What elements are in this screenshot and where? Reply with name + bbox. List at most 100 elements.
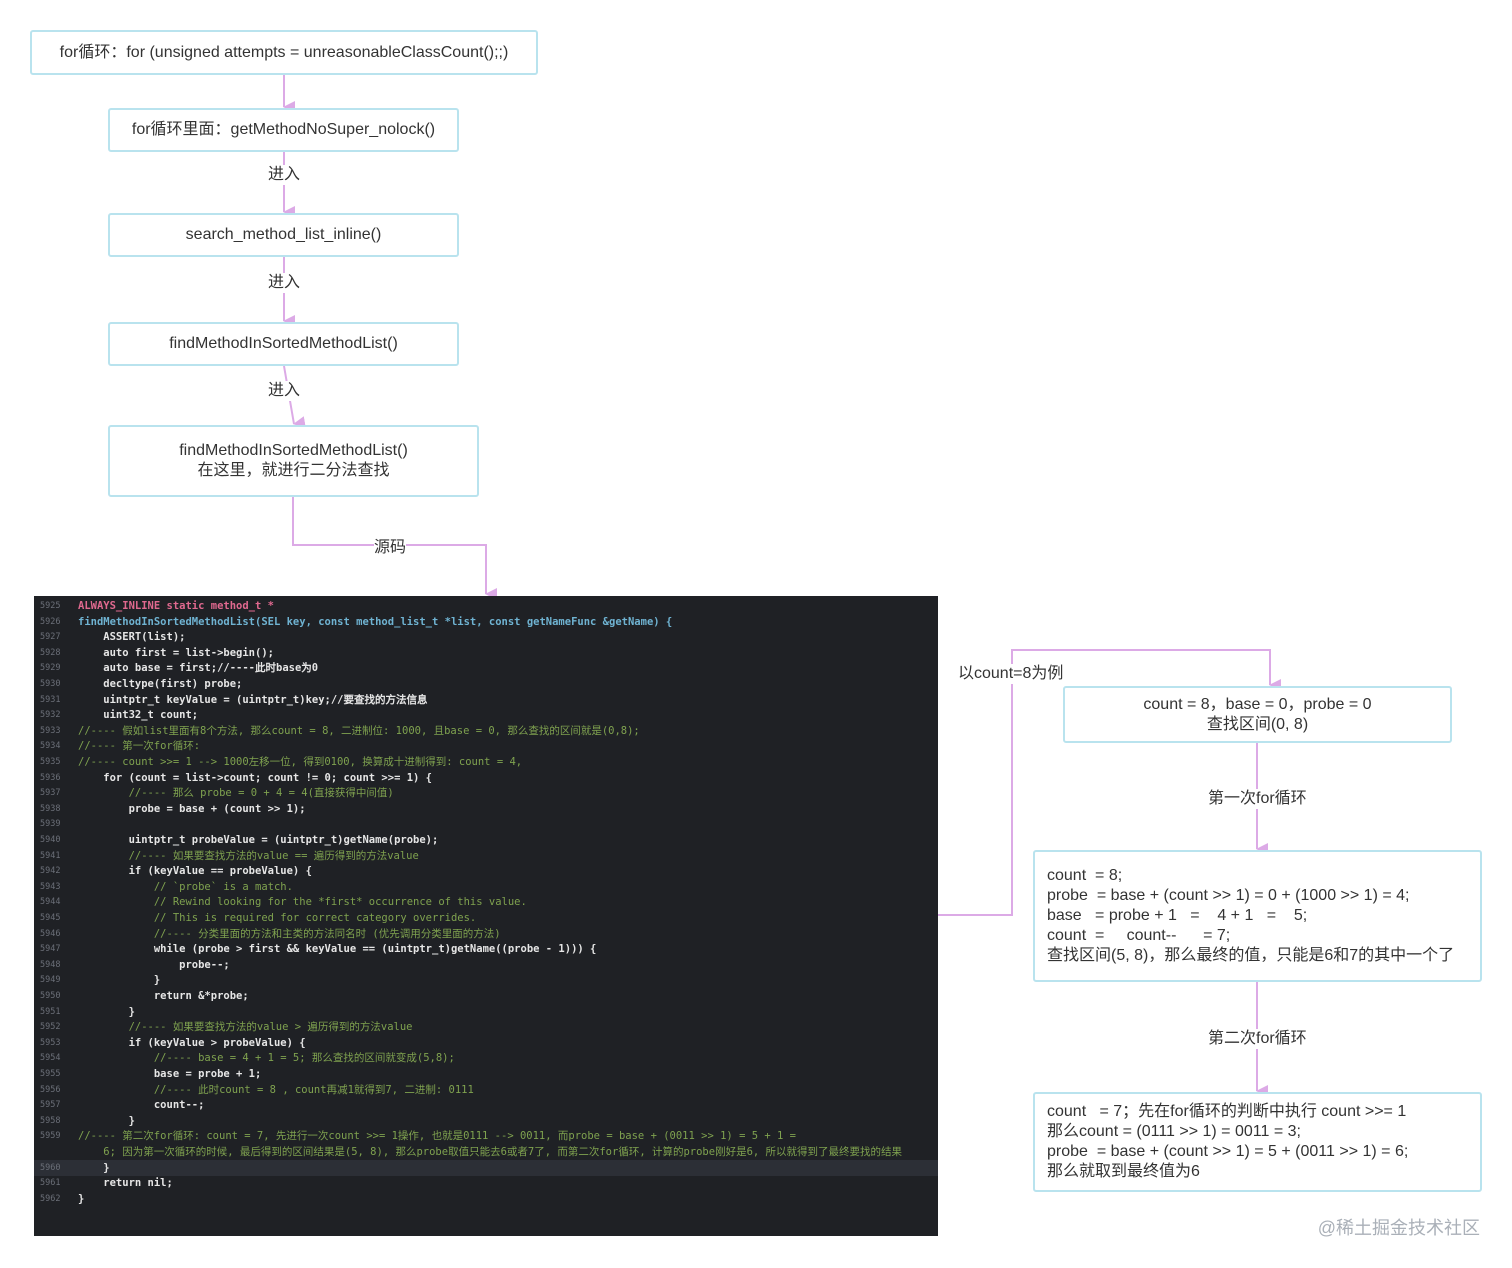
code-line-text: uint32_t count;	[78, 709, 199, 722]
code-line-number: 5939	[40, 819, 61, 830]
code-line-number: 5940	[40, 835, 61, 845]
code-line-number: 5958	[40, 1115, 61, 1126]
code-line-number: 5937	[40, 788, 61, 799]
code-line: 5936 for (count = list->count; count != …	[34, 770, 938, 786]
code-line-text: //---- 如果要查找方法的value == 遍历得到的方法value	[78, 849, 419, 862]
code-line-number: 5926	[40, 616, 61, 627]
flow-step-find-method-text: findMethodInSortedMethodList()	[169, 335, 398, 352]
code-line: 5942 if (keyValue == probeValue) {	[34, 863, 938, 879]
code-line-text: auto base = first;//----此时base为0	[78, 662, 319, 675]
flow-step-binary-search: findMethodInSortedMethodList() 在这里，就进行二分…	[108, 425, 479, 497]
loop1-label: 第一次for循环	[1208, 789, 1307, 809]
code-line-text: auto first = list->begin();	[78, 646, 274, 659]
code-line-number: 5945	[40, 913, 61, 923]
loop2-label: 第二次for循环	[1208, 1029, 1307, 1049]
code-line: 5950 return &*probe;	[34, 988, 938, 1004]
code-line-number: 5956	[40, 1084, 61, 1095]
code-line-text: //---- 第一次for循环:	[78, 740, 201, 753]
code-line-number: 5931	[40, 694, 61, 705]
example-state-loop1: count = 8; probe = base + (count >> 1) =…	[1033, 850, 1482, 982]
code-line-text: ASSERT(list);	[78, 631, 186, 644]
code-line: 5939	[34, 816, 938, 832]
code-line: 5956 //---- 此时count = 8 , count再减1就得到7, …	[34, 1082, 938, 1098]
code-line: 6; 因为第一次循环的时候, 最后得到的区间结果是(5, 8), 那么probe…	[34, 1144, 938, 1160]
example-state-initial-text: count = 8，base = 0，probe = 0 查找区间(0, 8)	[1143, 695, 1372, 733]
code-line-number: 5959	[40, 1131, 61, 1142]
code-line: 5932 uint32_t count;	[34, 707, 938, 723]
code-line-text: base = probe + 1;	[78, 1068, 262, 1080]
edge-label-source: 源码	[374, 538, 407, 558]
code-line-text: //---- 此时count = 8 , count再减1就得到7, 二进制: …	[78, 1083, 474, 1096]
code-line-number: 5942	[40, 866, 61, 877]
code-line-number: 5948	[40, 959, 61, 970]
code-line-number: 5950	[40, 991, 61, 1001]
code-line-text: findMethodInSortedMethodList(SEL key, co…	[78, 615, 673, 628]
code-line-text: ALWAYS_INLINE static method_t *	[78, 600, 274, 612]
code-line-number: 5933	[40, 725, 61, 736]
code-line: 5961 return nil;	[34, 1175, 938, 1191]
code-line-number: 5953	[40, 1037, 61, 1048]
code-line: 5934//---- 第一次for循环:	[34, 738, 938, 754]
code-line-text: while (probe > first && keyValue == (uin…	[78, 943, 597, 956]
flow-step-search-method-list: search_method_list_inline()	[108, 213, 459, 257]
flow-step-get-method-text: for循环里面：getMethodNoSuper_nolock()	[131, 121, 436, 138]
example-state-initial: count = 8，base = 0，probe = 0 查找区间(0, 8)	[1063, 686, 1452, 743]
code-line-number: 5962	[40, 1193, 61, 1204]
code-line-text: for (count = list->count; count != 0; co…	[78, 771, 433, 784]
code-line: 5959 //---- 第二次for循环: count = 7, 先进行一次cou…	[34, 1128, 938, 1144]
code-line-text: //---- 假如list里面有8个方法, 那么count = 8, 二进制位:…	[78, 724, 640, 737]
code-line: 5949 }	[34, 972, 938, 988]
code-line-number: 5947	[40, 944, 61, 955]
code-line: 5930 decltype(first) probe;	[34, 676, 938, 692]
code-line-number: 5952	[40, 1022, 61, 1033]
example-state-loop2-text: count = 7；先在for循环的判断中执行 count >>= 1 那么co…	[1047, 1103, 1409, 1180]
code-line-number: 5932	[40, 710, 61, 721]
code-line-number: 5929	[40, 663, 61, 674]
code-line-text: // Rewind looking for the *first* occurr…	[78, 896, 527, 909]
code-line-text: }	[78, 1005, 135, 1018]
edge-label-enter-3: 进入	[268, 381, 301, 401]
code-line: 5953 if (keyValue > probeValue) {	[34, 1035, 938, 1051]
code-line-text: count--;	[78, 1099, 205, 1112]
flow-step-get-method: for循环里面：getMethodNoSuper_nolock()	[108, 108, 459, 152]
code-line-text: 6; 因为第一次循环的时候, 最后得到的区间结果是(5, 8), 那么probe…	[78, 1146, 903, 1158]
code-line-number: 5938	[40, 803, 61, 814]
code-line: 5927 ASSERT(list);	[34, 629, 938, 645]
code-line-text: uintptr_t keyValue = (uintptr_t)key;//要查…	[78, 693, 428, 706]
code-line-number: 5954	[40, 1053, 61, 1064]
code-line-number: 5930	[40, 679, 61, 689]
code-line: 5940 uintptr_t probeValue = (uintptr_t)g…	[34, 832, 938, 848]
code-line: 5952 //---- 如果要查找方法的value > 遍历得到的方法value	[34, 1019, 938, 1035]
example-label: 以count=8为例	[958, 664, 1064, 684]
code-line-text: //---- 第二次for循环: count = 7, 先进行一次count >…	[78, 1130, 796, 1143]
code-line: 5946 //---- 分类里面的方法和主类的方法同名时 (优先调用分类里面的方…	[34, 926, 938, 942]
code-line: 5957 count--;	[34, 1097, 938, 1113]
code-line-text: return nil;	[78, 1177, 173, 1190]
code-line: 5933 //---- 假如list里面有8个方法, 那么count = 8, 二…	[34, 723, 938, 739]
code-line-text: //---- 那么 probe = 0 + 4 = 4(直接获得中间值)	[78, 787, 394, 800]
code-line-number: 5955	[40, 1069, 61, 1079]
code-line: 5951 }	[34, 1004, 938, 1020]
code-line-number: 5936	[40, 772, 61, 783]
code-line: 5948 probe--;	[34, 957, 938, 973]
edge-label-enter-1: 进入	[268, 165, 301, 185]
code-line: 5945 // This is required for correct cat…	[34, 910, 938, 926]
flow-step-for-loop-text: for循环：for (unsigned attempts = unreasona…	[59, 43, 509, 61]
code-line-text: }	[78, 1161, 110, 1174]
code-line-text: probe = base + (count >> 1);	[78, 802, 306, 815]
code-line-text: if (keyValue == probeValue) {	[78, 865, 312, 878]
code-line: 5929 auto base = first;//----此时base为0	[34, 660, 938, 676]
code-line-text: }	[78, 974, 161, 987]
code-line: 5941 //---- 如果要查找方法的value == 遍历得到的方法valu…	[34, 848, 938, 864]
code-line: 5943 // `probe` is a match.	[34, 879, 938, 895]
code-line-text: //---- 如果要查找方法的value > 遍历得到的方法value	[78, 1021, 413, 1034]
code-line-number: 5927	[40, 632, 61, 643]
code-line: 5960 }	[34, 1159, 938, 1176]
code-line-text: //---- base = 4 + 1 = 5; 那么查找的区间就变成(5,8)…	[78, 1052, 455, 1065]
code-line-text: decltype(first) probe;	[78, 678, 243, 690]
code-line: 5931 uintptr_t keyValue = (uintptr_t)key…	[34, 692, 938, 708]
code-line-number: 5957	[40, 1100, 61, 1111]
code-line-number: 5951	[40, 1006, 61, 1017]
example-state-loop1-text: count = 8; probe = base + (count >> 1) =…	[1047, 867, 1455, 964]
